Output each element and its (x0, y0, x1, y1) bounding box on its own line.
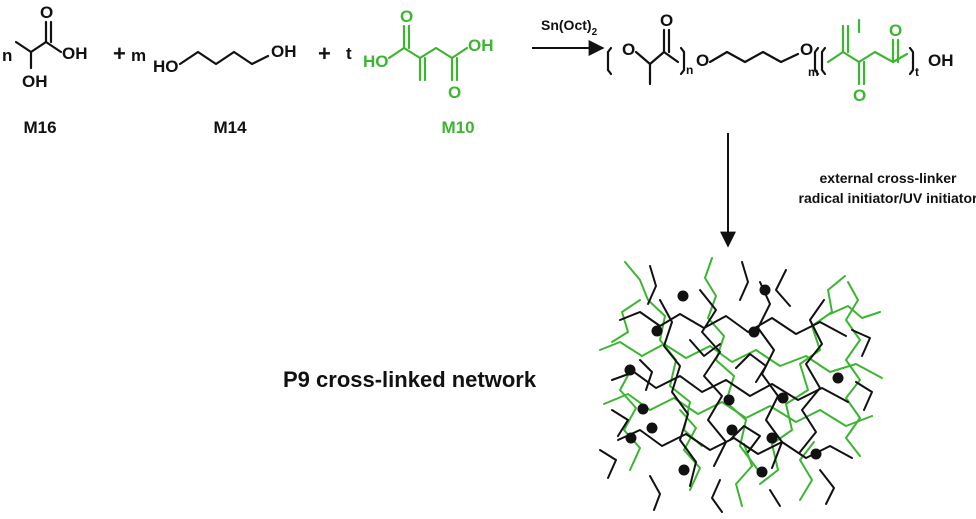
monomer-m16: n O OH OH M16 (2, 3, 88, 137)
reaction-arrow-1: Sn(Oct)2 (532, 17, 605, 56)
atom-o4: O (800, 40, 813, 59)
atom-o2: O (660, 11, 673, 30)
label-m16: M16 (23, 118, 56, 137)
atom-o5: O (853, 86, 866, 105)
polymer-structure: O O n O O m O O t OH O (606, 11, 954, 105)
atom-oh-end: OH (928, 51, 954, 70)
coef-t: t (346, 44, 352, 63)
atom-o-right: O (448, 83, 461, 102)
plus-sign-1: + (113, 41, 126, 66)
monomer-m10: t HO O OH O M10 (346, 7, 494, 137)
catalyst-label: Sn(Oct)2 (541, 17, 598, 38)
subscript-t: t (915, 65, 919, 79)
coef-m: m (131, 46, 146, 65)
network-label: P9 cross-linked network (283, 367, 537, 392)
label-m14: M14 (213, 118, 247, 137)
subscript-m: m (808, 65, 819, 79)
catalyst-subscript: 2 (592, 27, 598, 38)
atom-ho-left: HO (153, 57, 179, 76)
atom-o-left: O (400, 7, 413, 26)
coef-n: n (2, 46, 12, 65)
subscript-n: n (686, 63, 693, 77)
atom-ho-left: HO (363, 52, 389, 71)
monomer-m14: m HO OH M14 (131, 42, 297, 137)
atom-o1: O (622, 40, 635, 59)
step2-line2: radical initiator/UV initiator (799, 190, 976, 206)
atom-oh-right: OH (468, 36, 494, 55)
atom-o-carbonyl: O (40, 3, 53, 22)
reaction-arrow-2: external cross-linker radical initiator/… (720, 133, 976, 248)
label-m10: M10 (441, 118, 474, 137)
atom-o6: O (889, 21, 902, 40)
plus-sign-2: + (318, 41, 331, 66)
catalyst-main: Sn(Oct) (541, 17, 592, 33)
atom-oh-alcohol: OH (22, 72, 48, 91)
atom-oh-acid: OH (62, 44, 88, 63)
atom-oh-right: OH (271, 42, 297, 61)
step2-line1: external cross-linker (820, 170, 958, 186)
network-illustration (599, 257, 883, 513)
atom-o3: O (696, 51, 709, 70)
